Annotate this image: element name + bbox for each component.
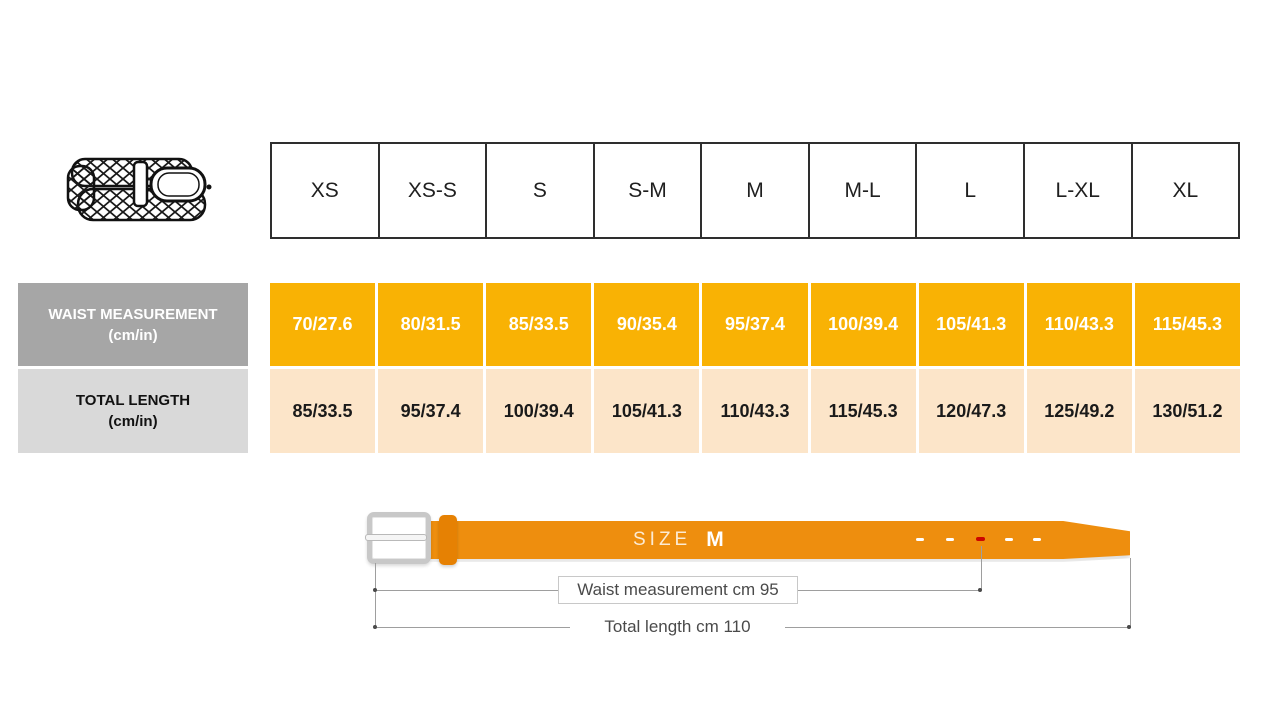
size-header-cell: S-M <box>592 144 701 237</box>
size-value: M <box>706 528 724 551</box>
belt-hole-selected <box>976 537 985 541</box>
length-value-cell: 100/39.4 <box>486 369 592 453</box>
waist-value-cell: 105/41.3 <box>918 283 1024 366</box>
length-values-row: 85/33.5 95/37.4 100/39.4 105/41.3 110/43… <box>270 369 1240 453</box>
length-value-cell: 120/47.3 <box>918 369 1024 453</box>
belt-size-text: SIZE M <box>633 526 724 554</box>
length-row-label: TOTAL LENGTH (cm/in) <box>18 369 248 453</box>
waist-value-cell: 95/37.4 <box>702 283 808 366</box>
belt-keeper <box>439 515 457 565</box>
measure-endpoint <box>373 625 377 629</box>
belt-strap <box>427 521 1130 559</box>
waist-row-label-title: WAIST MEASUREMENT <box>48 305 218 323</box>
belt-hole <box>1033 538 1041 541</box>
size-header-cell: XS <box>310 178 339 202</box>
size-header-row: XS XS-S S S-M M M-L L L-XL XL <box>270 142 1240 239</box>
measure-endpoint <box>373 588 377 592</box>
size-header-cell: XS-S <box>377 144 486 237</box>
size-header-cell: M-L <box>807 144 916 237</box>
waist-values-row: 70/27.6 80/31.5 85/33.5 90/35.4 95/37.4 … <box>270 283 1240 366</box>
size-label: SIZE <box>633 529 692 550</box>
waist-value-cell: 80/31.5 <box>378 283 484 366</box>
size-header-cell: M <box>700 144 808 237</box>
guide-line-tip <box>1130 558 1131 628</box>
length-value-cell: 95/37.4 <box>378 369 484 453</box>
waist-value-cell: 100/39.4 <box>810 283 916 366</box>
waist-row-label: WAIST MEASUREMENT (cm/in) <box>18 283 248 366</box>
braided-belt-icon <box>66 157 212 222</box>
size-header-cell: L <box>915 144 1023 237</box>
waist-measurement-callout: Waist measurement cm 95 <box>558 576 798 604</box>
length-value-cell: 125/49.2 <box>1026 369 1132 453</box>
length-value-cell: 115/45.3 <box>810 369 916 453</box>
belt-hole <box>1005 538 1013 541</box>
waist-value-cell: 90/35.4 <box>594 283 700 366</box>
total-length-callout: Total length cm 110 <box>570 613 785 641</box>
belt-hole <box>916 538 924 541</box>
size-header-cell: XL <box>1130 144 1239 237</box>
waist-row-label-unit: (cm/in) <box>108 326 158 344</box>
waist-value-cell: 85/33.5 <box>486 283 592 366</box>
length-value-cell: 85/33.5 <box>270 369 376 453</box>
size-header-cell: L-XL <box>1022 144 1131 237</box>
waist-value-cell: 70/27.6 <box>270 283 376 366</box>
measure-endpoint <box>978 588 982 592</box>
waist-value-cell: 110/43.3 <box>1026 283 1132 366</box>
length-value-cell: 130/51.2 <box>1134 369 1240 453</box>
belt-buckle-prong <box>365 534 427 541</box>
length-value-cell: 105/41.3 <box>594 369 700 453</box>
length-row-label-title: TOTAL LENGTH <box>75 392 191 409</box>
length-value-cell: 110/43.3 <box>702 369 808 453</box>
length-row-label-unit: (cm/in) <box>108 413 158 430</box>
belt-hole <box>946 538 954 541</box>
size-header-cell: S <box>485 144 593 237</box>
waist-value-cell: 115/45.3 <box>1134 283 1240 366</box>
measure-endpoint <box>1127 625 1131 629</box>
guide-line-buckle <box>375 563 376 628</box>
guide-line-hole <box>981 546 982 590</box>
